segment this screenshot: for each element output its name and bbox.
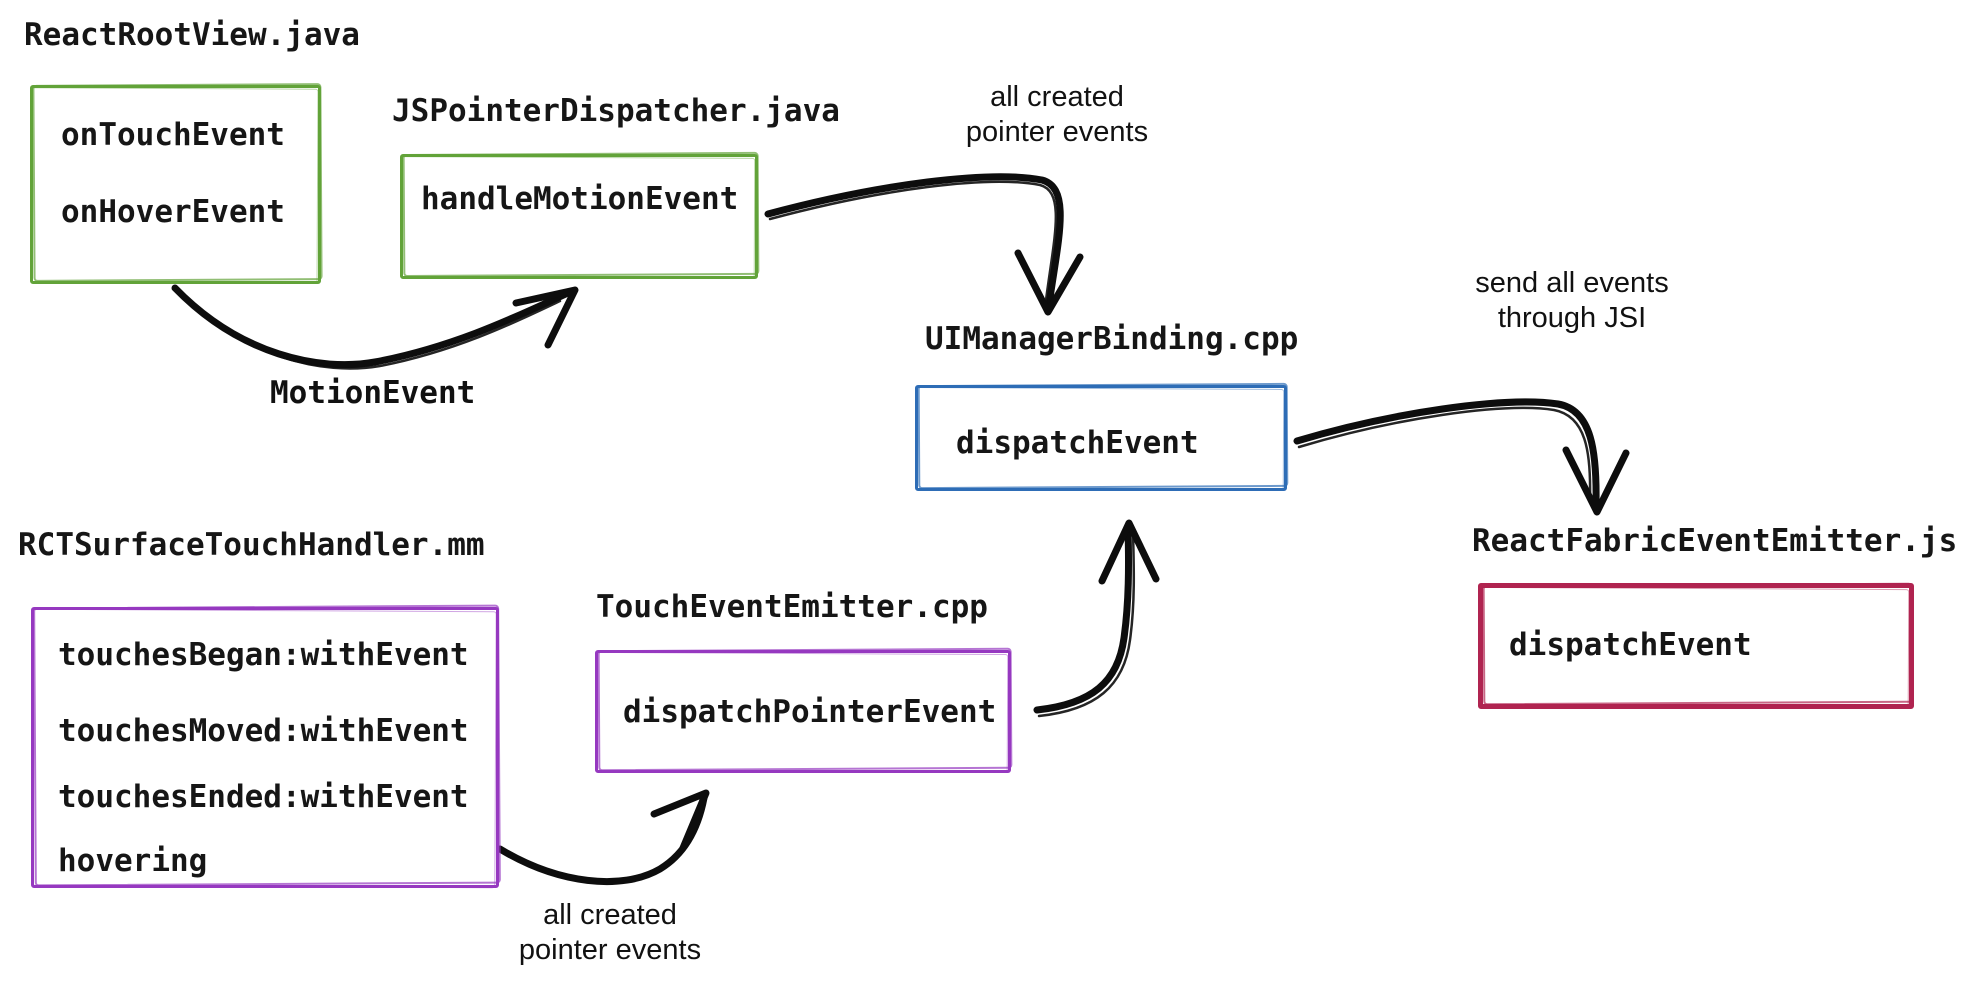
method-touches-moved: touchesMoved:withEvent bbox=[58, 713, 469, 749]
title-react-fabric-event-emitter: ReactFabricEventEmitter.js bbox=[1472, 523, 1958, 559]
arrow-jsi bbox=[1293, 398, 1630, 516]
label-bottom-pointer-events: all created pointer events bbox=[480, 898, 740, 968]
title-react-root-view: ReactRootView.java bbox=[24, 17, 360, 53]
box-react-fabric-event-emitter: dispatchEvent bbox=[1478, 583, 1914, 709]
label-jsi: send all events through JSI bbox=[1443, 266, 1701, 336]
arrow-dispatch-pointer-event bbox=[1033, 519, 1160, 718]
method-on-touch-event: onTouchEvent bbox=[61, 117, 285, 153]
box-ui-manager-binding: dispatchEvent bbox=[915, 385, 1287, 491]
box-touch-event-emitter: dispatchPointerEvent bbox=[595, 650, 1011, 773]
label-motion-event: MotionEvent bbox=[270, 375, 476, 411]
box-react-root-view: onTouchEvent onHoverEvent bbox=[30, 85, 321, 284]
method-dispatch-event-js: dispatchEvent bbox=[1509, 627, 1752, 663]
title-rct-surface-touch-handler: RCTSurfaceTouchHandler.mm bbox=[18, 527, 485, 563]
method-touches-began: touchesBegan:withEvent bbox=[58, 637, 469, 673]
label-line: through JSI bbox=[1497, 302, 1647, 334]
box-js-pointer-dispatcher: handleMotionEvent bbox=[400, 154, 758, 279]
label-line: send all events bbox=[1475, 267, 1669, 299]
title-js-pointer-dispatcher: JSPointerDispatcher.java bbox=[392, 93, 840, 129]
method-handle-motion-event: handleMotionEvent bbox=[421, 181, 739, 217]
method-touches-ended: touchesEnded:withEvent bbox=[58, 779, 469, 815]
label-line: pointer events bbox=[965, 116, 1149, 148]
method-dispatch-pointer-event: dispatchPointerEvent bbox=[623, 694, 997, 730]
label-line: all created bbox=[543, 899, 677, 931]
label-top-pointer-events: all created pointer events bbox=[928, 80, 1186, 150]
arrow-top-pointer-events bbox=[764, 173, 1084, 316]
box-rct-surface-touch-handler: touchesBegan:withEvent touchesMoved:with… bbox=[31, 607, 499, 888]
title-touch-event-emitter: TouchEventEmitter.cpp bbox=[596, 589, 988, 625]
arrow-motion-event bbox=[171, 284, 579, 370]
arrow-bottom-pointer-events bbox=[496, 789, 710, 886]
method-dispatch-event-cpp: dispatchEvent bbox=[956, 425, 1199, 461]
title-ui-manager-binding: UIManagerBinding.cpp bbox=[925, 321, 1299, 357]
label-line: pointer events bbox=[518, 934, 702, 966]
method-on-hover-event: onHoverEvent bbox=[61, 194, 285, 230]
label-line: all created bbox=[990, 81, 1124, 113]
method-hovering: hovering bbox=[58, 843, 208, 879]
